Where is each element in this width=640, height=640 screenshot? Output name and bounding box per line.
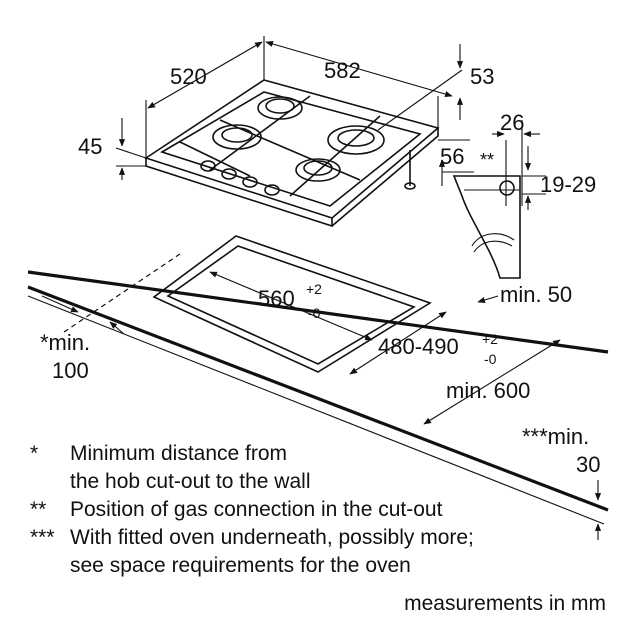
dim-hob-depth: 520 — [170, 64, 207, 89]
dim-hob-height: 45 — [78, 134, 102, 159]
dim-connection-width: 26 — [500, 110, 524, 135]
dim-min-bottom-value: 30 — [576, 452, 600, 477]
note-3-line-2: see space requirements for the oven — [70, 554, 411, 577]
dim-connection-height: 19-29 — [540, 172, 596, 197]
units-note: measurements in mm — [404, 592, 606, 615]
gas-marker: ** — [480, 150, 494, 170]
dim-cutout-depth-tol-lower: -0 — [484, 351, 497, 367]
note-3-line-1: With fitted oven underneath, possibly mo… — [70, 526, 474, 549]
dim-min-wall-value: 100 — [52, 358, 89, 383]
dim-min-front: min. 600 — [446, 378, 530, 403]
legend-notes: * Minimum distance from the hob cut-out … — [30, 442, 474, 577]
dim-cutout-depth: 480-490 — [378, 334, 459, 359]
dim-min-back: min. 50 — [500, 282, 572, 307]
gas-connection-detail — [452, 120, 546, 279]
note-2-marker: ** — [30, 498, 46, 521]
dim-cutout-width-tol-lower: -0 — [308, 305, 321, 321]
note-1-line-2: the hob cut-out to the wall — [70, 470, 311, 493]
dim-hob-width: 582 — [324, 58, 361, 83]
worktop-cutout — [63, 235, 432, 373]
dim-min-wall-label: *min. — [40, 330, 90, 355]
note-3-marker: *** — [30, 526, 55, 549]
dim-cutout-width-tol-upper: +2 — [306, 281, 322, 297]
note-1-marker: * — [30, 442, 38, 465]
dim-cutout-width: 560 — [258, 286, 295, 311]
hob-dimension-lines — [115, 36, 474, 186]
dim-side-offset: 56 — [440, 144, 464, 169]
cutout-dimension-lines — [41, 271, 602, 540]
gas-hob — [144, 79, 440, 228]
dim-min-bottom-label: ***min. — [522, 424, 589, 449]
note-2-line-1: Position of gas connection in the cut-ou… — [70, 498, 443, 521]
dim-cutout-depth-tol-upper: +2 — [482, 331, 498, 347]
dim-right-offset: 53 — [470, 64, 494, 89]
note-1-line-1: Minimum distance from — [70, 442, 287, 465]
